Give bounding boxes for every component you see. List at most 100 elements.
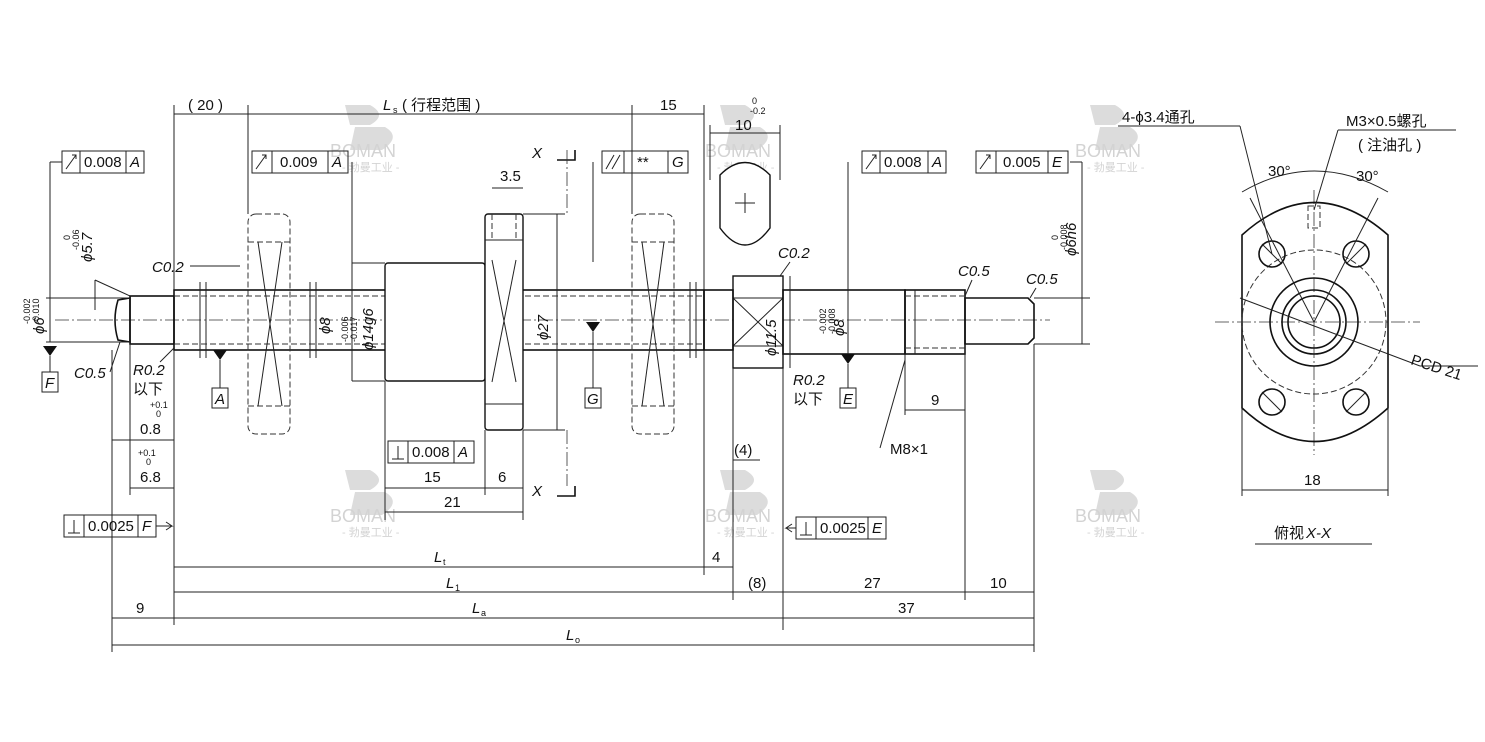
datum-markers xyxy=(43,322,855,388)
break-mark-1 xyxy=(199,282,207,358)
svg-text:o: o xyxy=(575,635,580,645)
watermark-group: BOMAN - 勃曼工业 - BOMAN - 勃曼工业 - BOMAN - 勃曼… xyxy=(330,105,1145,539)
runout-icon xyxy=(255,154,267,170)
c02-left: C0.2 xyxy=(152,259,184,276)
svg-text:- 勃曼工业 -: - 勃曼工业 - xyxy=(342,161,400,174)
svg-text:0: 0 xyxy=(146,457,151,467)
datum-triangle-a xyxy=(213,350,227,360)
section-x-top: X xyxy=(531,145,543,162)
dim-20-label: ( 20 ) xyxy=(188,97,223,114)
thread-label: M8×1 xyxy=(890,441,928,458)
dia6-group: ϕ6 xyxy=(31,317,48,334)
r02-right-sub: 以下 xyxy=(793,391,823,408)
svg-text:BOMAN: BOMAN xyxy=(705,141,771,161)
watermark-5: BOMAN - 勃曼工业 - xyxy=(705,470,775,539)
dia8-right-label: ϕ8 xyxy=(831,319,848,336)
la-label: L xyxy=(472,600,480,617)
angle-arc xyxy=(1241,170,1389,193)
dim-10-bottom-label: 10 xyxy=(990,575,1007,592)
datum-box-f: F xyxy=(41,371,59,393)
width-label: 18 xyxy=(1304,472,1321,489)
datum-triangle-g xyxy=(586,322,600,332)
dia8-nut-label: ϕ8 xyxy=(317,317,334,334)
flange-cross-2 xyxy=(491,259,517,383)
c05-right-a: C0.5 xyxy=(958,263,990,280)
r02-left-sub: 以下 xyxy=(133,381,163,398)
bolt-hole-3 xyxy=(1258,388,1286,416)
tol-frame-perp-008-a: 0.008 A xyxy=(387,440,475,464)
section-mark-top xyxy=(557,150,576,161)
svg-text:- 勃曼工业 -: - 勃曼工业 - xyxy=(1087,526,1145,539)
svg-text:BOMAN: BOMAN xyxy=(705,506,771,526)
dim-6-nut-label: 6 xyxy=(498,469,506,486)
svg-text:-0.002: -0.002 xyxy=(818,308,828,334)
section-mark-bottom xyxy=(557,486,576,497)
dim-6-8-label: 6.8 xyxy=(140,469,161,486)
dim-21-nut-label: 21 xyxy=(444,494,461,511)
pcd-circle xyxy=(1241,249,1387,395)
svg-text:BOMAN: BOMAN xyxy=(1075,141,1141,161)
dia6h6-label: ϕ6h6 xyxy=(1063,222,1080,256)
svg-text:-0.017: -0.017 xyxy=(349,316,359,342)
journal-before-shoulder xyxy=(703,289,734,351)
svg-text:-0.010: -0.010 xyxy=(31,298,41,324)
c05-right-b: C0.5 xyxy=(1026,271,1058,288)
dim-10-label: 10 xyxy=(735,117,752,134)
svg-text:- 勃曼工业 -: - 勃曼工业 - xyxy=(717,526,775,539)
dim-9-right-label: 9 xyxy=(931,392,939,409)
dim-15-top-label: 15 xyxy=(660,97,677,114)
flange-view xyxy=(1118,125,1478,545)
svg-text:-0.006: -0.006 xyxy=(340,316,350,342)
svg-text:0.008: 0.008 xyxy=(884,154,922,171)
r02-left: R0.2 xyxy=(133,362,165,379)
svg-text:**: ** xyxy=(637,154,649,171)
c05-left: C0.5 xyxy=(74,365,106,382)
svg-text:0.005: 0.005 xyxy=(1003,154,1041,171)
tol-frame-parallel-g: ** G xyxy=(601,150,689,174)
dim-3-5-label: 3.5 xyxy=(500,168,521,185)
svg-text:- 勃曼工业 -: - 勃曼工业 - xyxy=(342,526,400,539)
ls-sub: s xyxy=(393,105,398,115)
pcd-leader xyxy=(1239,297,1421,367)
perpendicular-icon xyxy=(800,522,812,536)
dim-8-paren-label: (8) xyxy=(748,575,766,592)
svg-text:A: A xyxy=(214,391,225,408)
svg-text:BOMAN: BOMAN xyxy=(330,141,396,161)
angle-right: 30° xyxy=(1356,168,1379,185)
break-mark-3 xyxy=(689,282,697,358)
dim-37-label: 37 xyxy=(898,600,915,617)
perpendicular-icon xyxy=(392,446,404,460)
phantom-nut-left xyxy=(247,213,291,435)
thread-m8 xyxy=(904,289,966,355)
lo-label: L xyxy=(566,627,574,644)
dim-4-paren-label: (4) xyxy=(734,442,752,459)
runout-icon xyxy=(979,154,991,170)
watermark-4: BOMAN - 勃曼工业 - xyxy=(330,470,400,539)
dim-4-label: 4 xyxy=(712,549,720,566)
svg-text:ϕ5.7: ϕ5.7 xyxy=(79,232,96,262)
svg-text:0: 0 xyxy=(62,235,72,240)
nut-body-circle xyxy=(1269,277,1359,367)
svg-text:A: A xyxy=(457,444,468,461)
dim-9-left-label: 9 xyxy=(136,600,144,617)
leader-m8 xyxy=(879,359,906,449)
datum-triangle-f xyxy=(43,346,57,356)
svg-text:+0.1: +0.1 xyxy=(138,448,156,458)
svg-text:0.0025: 0.0025 xyxy=(820,520,866,537)
watermark-6: BOMAN - 勃曼工业 - xyxy=(1075,470,1145,539)
dim-10-tol-low: -0.2 xyxy=(750,106,766,116)
runout-icon xyxy=(65,154,77,170)
svg-text:-0.06: -0.06 xyxy=(71,229,81,250)
tol-frame-005-e: 0.005 E xyxy=(975,150,1069,174)
c02-right: C0.2 xyxy=(778,245,810,262)
view-title: 俯视 xyxy=(1274,525,1304,542)
phantom-nut-right xyxy=(631,213,675,435)
bolt-hole-4 xyxy=(1342,388,1370,416)
svg-text:-0.008: -0.008 xyxy=(1059,224,1069,250)
shaft-circle-inner xyxy=(1287,295,1341,349)
ls-text: ( 行程范围 ) xyxy=(402,97,480,114)
svg-text:0.008: 0.008 xyxy=(412,444,450,461)
svg-text:0: 0 xyxy=(156,409,161,419)
svg-text:E: E xyxy=(843,391,854,408)
svg-text:0.0025: 0.0025 xyxy=(88,518,134,535)
